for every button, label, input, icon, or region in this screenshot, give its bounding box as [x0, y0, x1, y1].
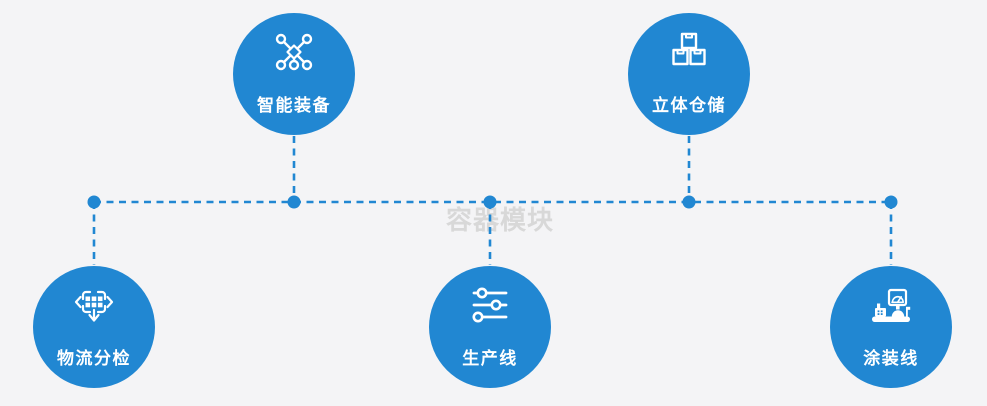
node-label: 立体仓储: [652, 96, 726, 115]
node-painting-line: 涂装线: [830, 266, 952, 388]
junction-dot: [87, 195, 101, 209]
node-stereo-warehouse: 立体仓储: [628, 13, 750, 135]
node-label: 智能装备: [257, 96, 331, 115]
watermark-text: 容器模块: [445, 205, 554, 235]
node-logistics-sorting: 物流分检: [33, 266, 155, 388]
node-label: 物流分检: [57, 349, 131, 368]
stacked-boxes-icon: [672, 32, 706, 66]
node-label: 生产线: [462, 349, 518, 368]
junction-dot: [884, 195, 898, 209]
sorting-distribution-icon: [74, 290, 114, 322]
node-smart-equipment: 智能装备: [233, 13, 355, 135]
junction-dot: [483, 195, 497, 209]
node-production-line: 生产线: [429, 266, 551, 388]
network-nodes-icon: [275, 33, 313, 71]
junction-dot: [682, 195, 696, 209]
control-console-icon: [872, 288, 911, 322]
sliders-icon: [472, 287, 508, 323]
junction-dot: [287, 195, 301, 209]
node-label: 涂装线: [863, 349, 919, 368]
